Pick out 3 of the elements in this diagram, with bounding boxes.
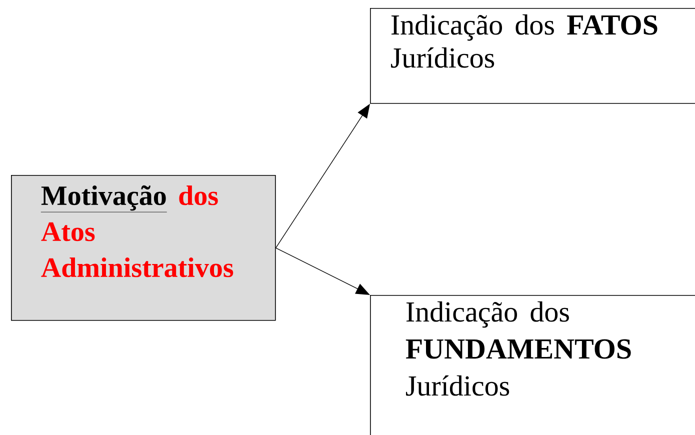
title-box: Motivação dos Atos Administrativos	[11, 174, 276, 321]
text-box: Indicação dos FATOS Jurídicos	[370, 8, 695, 104]
text-box: Indicação dos FUNDAMENTOS Jurídicos	[370, 294, 695, 435]
